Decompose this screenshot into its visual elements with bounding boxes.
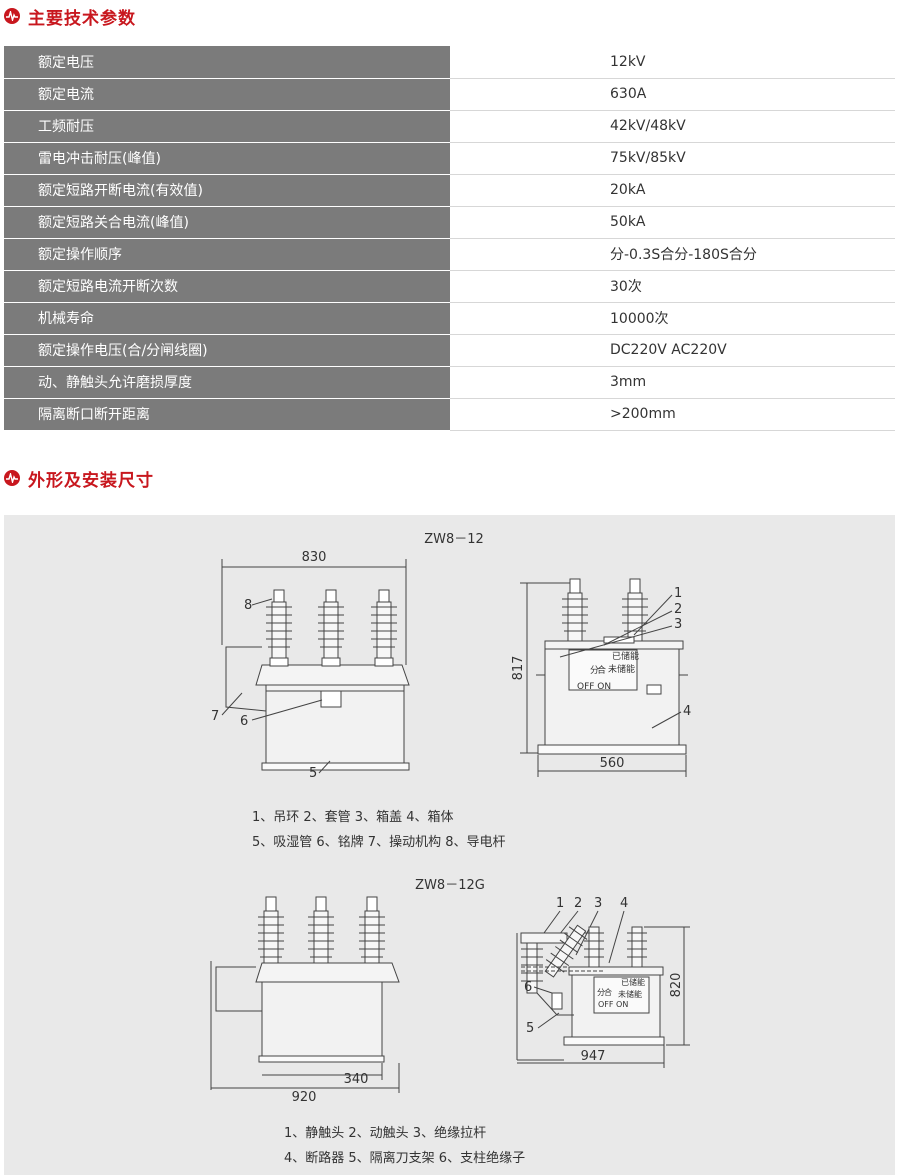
spec-row: 雷电冲击耐压(峰值)75kV/85kV	[4, 142, 895, 175]
g-panel-fen: 分	[597, 988, 605, 997]
spec-label: 机械寿命	[4, 302, 450, 335]
panel-he: 合	[597, 664, 606, 676]
zw8-12g-front-view: 340 920	[210, 896, 400, 1105]
spec-row: 额定操作电压(合/分闸线圈)DC220V AC220V	[4, 334, 895, 367]
panel-off-on: OFF ON	[577, 682, 611, 692]
g-label-4: 4	[620, 896, 628, 911]
panel-fen: 分	[590, 665, 599, 676]
label-4: 4	[683, 704, 691, 719]
spec-row: 隔离断口断开距离>200mm	[4, 398, 895, 431]
g-label-6: 6	[524, 980, 532, 995]
spec-row: 额定短路关合电流(峰值)50kA	[4, 206, 895, 239]
spec-value: 42kV/48kV	[450, 110, 895, 143]
panel-uncharged: 未储能	[608, 663, 635, 675]
g-label-1: 1	[556, 896, 564, 911]
g-panel-charged: 已储能	[621, 977, 645, 987]
spec-value: 10000次	[450, 302, 895, 335]
spec-value: 50kA	[450, 206, 895, 239]
spec-label: 额定短路关合电流(峰值)	[4, 206, 450, 239]
spec-value: 12kV	[450, 46, 895, 79]
label-5: 5	[309, 766, 317, 781]
legend-zw8-12-line-2: 5、吸湿管 6、铭牌 7、操动机构 8、导电杆	[252, 834, 505, 850]
spec-value: 75kV/85kV	[450, 142, 895, 175]
dim-560: 560	[600, 756, 625, 771]
spec-label: 额定操作顺序	[4, 238, 450, 271]
g-dim-820: 820	[669, 973, 684, 998]
dimension-drawings: ZW8－12 830	[210, 532, 691, 1166]
spec-value: 分-0.3S合分-180S合分	[450, 238, 895, 271]
legend-zw8-12-line-1: 1、吊环 2、套管 3、箱盖 4、箱体	[252, 809, 453, 825]
spec-label: 额定操作电压(合/分闸线圈)	[4, 334, 450, 367]
spec-label: 动、静触头允许磨损厚度	[4, 366, 450, 399]
g-panel-he: 合	[604, 987, 612, 997]
spec-label: 额定电流	[4, 78, 450, 111]
label-8: 8	[244, 598, 252, 613]
dims-section-header: 外形及安装尺寸	[4, 466, 154, 491]
zw8-12g-side-view: 1 2 3 4	[516, 896, 690, 1068]
spec-value: DC220V AC220V	[450, 334, 895, 367]
legend-zw8-12g-line-2: 4、断路器 5、隔离刀支架 6、支柱绝缘子	[284, 1150, 525, 1166]
zw8-12-front-view: 830	[211, 550, 410, 781]
spec-label: 额定电压	[4, 46, 450, 79]
specs-section-title: 主要技术参数	[28, 8, 136, 29]
label-1: 1	[674, 586, 682, 601]
dim-920: 920	[292, 1090, 317, 1105]
legend-zw8-12g-line-1: 1、静触头 2、动触头 3、绝缘拉杆	[284, 1125, 486, 1141]
spec-label: 隔离断口断开距离	[4, 398, 450, 431]
spec-label: 工频耐压	[4, 110, 450, 143]
model-label-zw8-12: ZW8－12	[424, 532, 484, 547]
zw8-12-side-view: 817 已储能 分 合 未储能 OFF ON	[511, 578, 691, 777]
g-dim-947: 947	[581, 1049, 606, 1064]
pulse-icon	[4, 8, 20, 24]
dims-section-title: 外形及安装尺寸	[28, 470, 154, 491]
g-panel-off-on: OFF ON	[598, 1000, 628, 1009]
spec-value: 630A	[450, 78, 895, 111]
spec-value: 20kA	[450, 174, 895, 207]
g-label-3: 3	[594, 896, 602, 911]
spec-value: 3mm	[450, 366, 895, 399]
dim-340: 340	[344, 1072, 369, 1087]
label-3: 3	[674, 617, 682, 632]
model-label-zw8-12g: ZW8－12G	[415, 878, 485, 893]
spec-label: 额定短路电流开断次数	[4, 270, 450, 303]
g-label-5: 5	[526, 1021, 534, 1036]
dim-817: 817	[511, 656, 526, 681]
label-2: 2	[674, 602, 682, 617]
label-6: 6	[240, 714, 248, 729]
g-panel-uncharged: 未储能	[618, 989, 642, 999]
spec-label: 雷电冲击耐压(峰值)	[4, 142, 450, 175]
spec-value: 30次	[450, 270, 895, 303]
dimension-drawings-panel: ZW8－12 830	[4, 515, 895, 1175]
specs-section-header: 主要技术参数	[4, 4, 136, 29]
panel-charged: 已储能	[612, 650, 639, 662]
spec-value: >200mm	[450, 398, 895, 431]
spec-row: 额定操作顺序分-0.3S合分-180S合分	[4, 238, 895, 271]
g-label-2: 2	[574, 896, 582, 911]
dim-830: 830	[302, 550, 327, 565]
spec-row: 额定短路开断电流(有效值)20kA	[4, 174, 895, 207]
label-7: 7	[211, 709, 219, 724]
spec-label: 额定短路开断电流(有效值)	[4, 174, 450, 207]
pulse-icon	[4, 470, 20, 486]
